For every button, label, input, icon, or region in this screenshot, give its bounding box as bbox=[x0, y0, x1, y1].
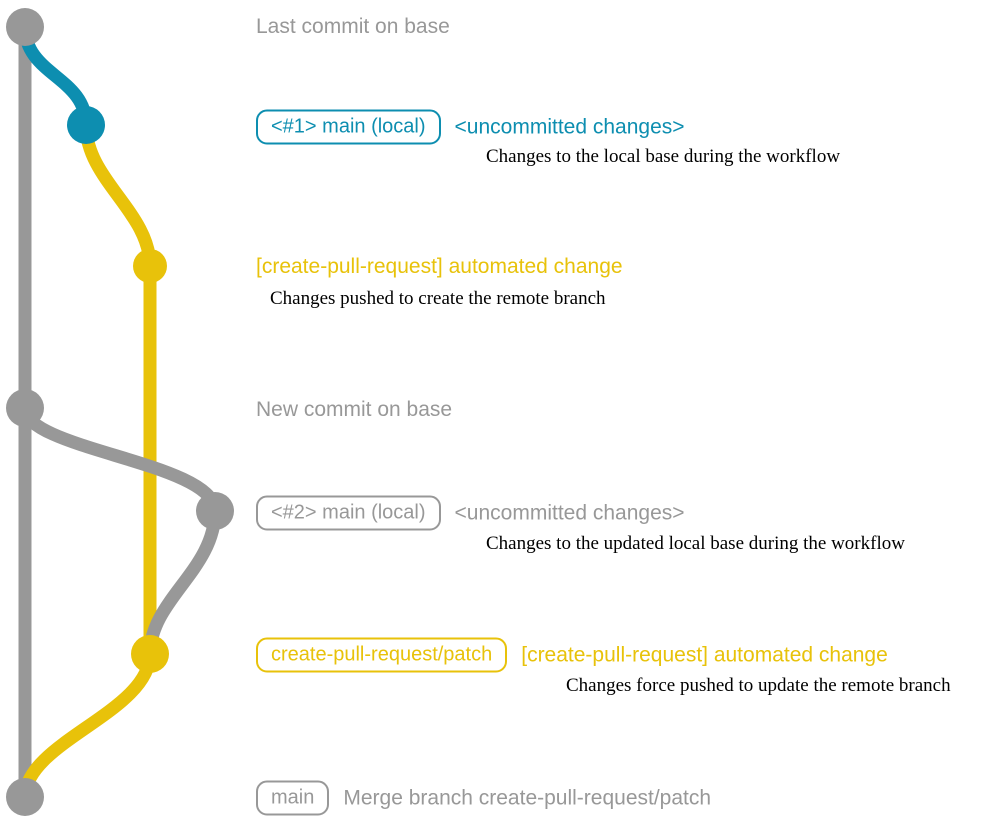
commit-note-patch-update: Changes force pushed to update the remot… bbox=[566, 675, 951, 696]
commit-headline-base-last: Last commit on base bbox=[256, 15, 450, 38]
commit-headline-local-2: <uncommitted changes> bbox=[454, 501, 685, 524]
commit-node-patch-update[interactable] bbox=[131, 635, 169, 673]
commit-node-base-merge[interactable] bbox=[6, 778, 44, 816]
commit-headline-base-new: New commit on base bbox=[256, 398, 453, 421]
commit-annotation-patch-update: create-pull-request/patch [create-pull-re… bbox=[256, 637, 888, 673]
commit-annotation-base-last: Last commit on base bbox=[256, 15, 450, 39]
branch-ref-pill-base-merge[interactable]: main bbox=[256, 780, 330, 816]
commit-node-local-2[interactable] bbox=[196, 492, 234, 530]
commit-node-patch-create[interactable] bbox=[133, 249, 167, 283]
branch-ref-pill-patch-update[interactable]: create-pull-request/patch bbox=[256, 637, 508, 673]
commit-headline-patch-update: [create-pull-request] automated change bbox=[521, 643, 888, 666]
commit-note-local-1: Changes to the local base during the wor… bbox=[486, 146, 841, 167]
commit-node-base-last[interactable] bbox=[6, 8, 44, 46]
commit-annotation-local-1: <#1> main (local) <uncommitted changes> bbox=[256, 109, 685, 145]
commit-annotation-base-new: New commit on base bbox=[256, 398, 452, 422]
commit-note-local-2: Changes to the updated local base during… bbox=[486, 533, 905, 554]
commit-annotation-patch-create: [create-pull-request] automated change bbox=[256, 255, 623, 279]
commit-node-group bbox=[6, 8, 234, 816]
branch-ref-pill-local-1[interactable]: <#1> main (local) bbox=[256, 109, 441, 145]
commit-headline-patch-create: [create-pull-request] automated change bbox=[256, 255, 623, 278]
commit-node-local-1[interactable] bbox=[67, 106, 105, 144]
commit-annotation-base-merge: main Merge branch create-pull-request/pat… bbox=[256, 780, 712, 816]
branch-edge-patch2-to-merge bbox=[18, 647, 157, 804]
commit-annotation-local-2: <#2> main (local) <uncommitted changes> bbox=[256, 495, 685, 531]
commit-headline-local-1: <uncommitted changes> bbox=[454, 115, 685, 138]
branch-ref-pill-local-2[interactable]: <#2> main (local) bbox=[256, 495, 441, 531]
commit-note-patch-create: Changes pushed to create the remote bran… bbox=[270, 288, 606, 309]
commit-node-base-new[interactable] bbox=[6, 389, 44, 427]
commit-headline-base-merge: Merge branch create-pull-request/patch bbox=[343, 786, 712, 809]
